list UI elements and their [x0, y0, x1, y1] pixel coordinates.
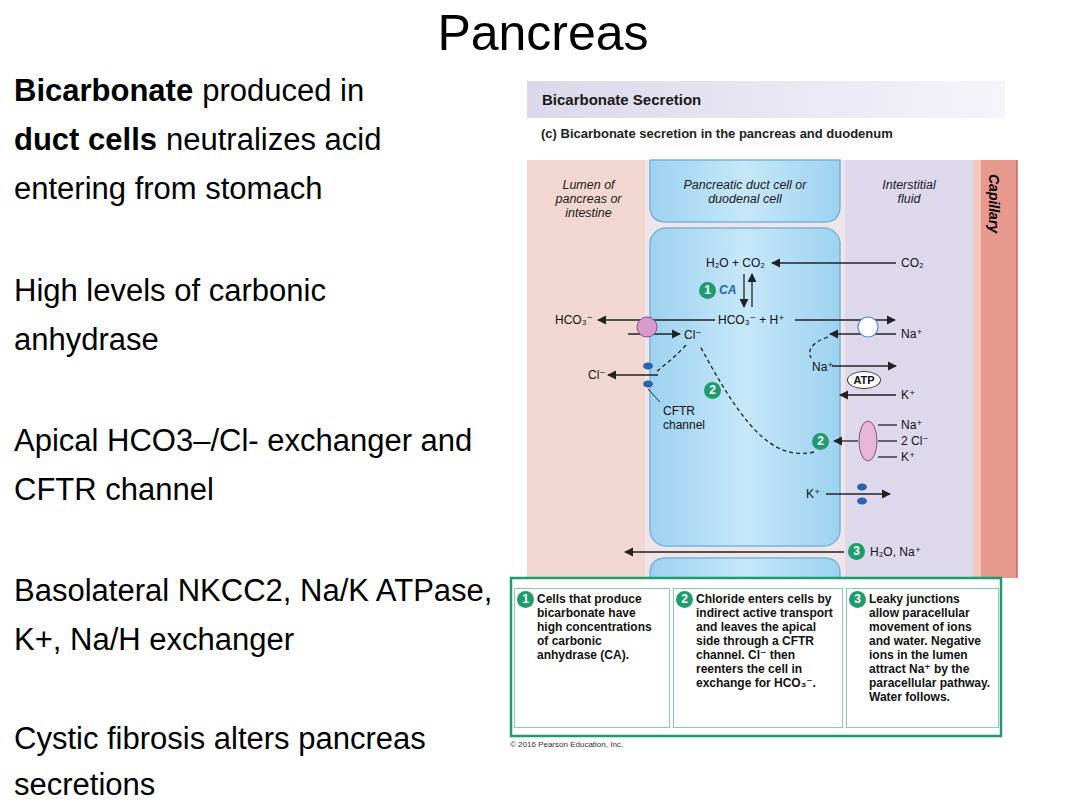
node-text: Interstitial fluid	[845, 160, 973, 206]
header-band	[527, 81, 1005, 118]
node-text: Lumen of pancreas or intestine	[527, 160, 650, 220]
ion-label: K⁺	[806, 487, 820, 501]
step-box: 2Chloride enters cells by indirect activ…	[673, 588, 843, 728]
illustration-shape	[858, 317, 878, 337]
atp-pump: ATP	[847, 371, 881, 389]
illustration-shape	[643, 381, 653, 388]
callout-number: 3	[848, 543, 865, 560]
interstitial-region: Interstitial fluid	[845, 160, 973, 578]
illustration-shape	[637, 317, 657, 337]
illustration-shape	[840, 394, 896, 395]
step-box: 3Leaky junctions allow paracellular move…	[846, 588, 999, 728]
ion-label: K⁺	[901, 450, 915, 464]
node-text: Cells that produce bicarbonate have high…	[537, 592, 664, 662]
bullet-text: Cystic fibrosis alters pancreas secretio…	[14, 716, 434, 808]
illustration-shape	[795, 319, 895, 320]
callout-number: 1	[699, 282, 716, 299]
illustration-shape	[648, 389, 660, 402]
bullet-text: neutralizes acid	[166, 115, 381, 164]
node-text: Chloride enters cells by indirect active…	[696, 592, 837, 690]
illustration-shape	[751, 274, 752, 307]
ion-label: Na⁺	[901, 327, 923, 341]
illustration-shape	[598, 319, 715, 320]
callout-number: 2	[676, 591, 693, 608]
illustration-shape	[1016, 160, 1018, 578]
bullet-text: Bicarbonate	[14, 66, 193, 115]
channel-label: CFTR channel	[663, 404, 713, 432]
illustration-shape	[878, 424, 897, 425]
illustration-shape	[625, 551, 844, 552]
step-box: 1Cells that produce bicarbonate have hig…	[514, 588, 670, 728]
bullet-text: entering from stomach	[14, 164, 322, 213]
duct-cells	[650, 160, 840, 578]
ion-label: 2 Cl⁻	[901, 434, 929, 448]
illustration-shape	[645, 160, 845, 578]
ion-label: K⁺	[901, 388, 915, 402]
illustration-shape	[772, 262, 896, 263]
ion-label: Na⁺	[812, 360, 834, 374]
slide-title: Pancreas	[0, 4, 1086, 62]
illustration-shape	[608, 374, 658, 375]
bullet-text: duct cells	[14, 115, 157, 164]
transporters	[637, 317, 878, 505]
node-text: Capillary	[986, 160, 1002, 233]
callout-number: 2	[812, 433, 829, 450]
ion-label: Cl⁻	[588, 368, 606, 382]
illustration-shape	[650, 228, 840, 546]
callout-number: 2	[704, 382, 721, 399]
bullet-text: High levels of carbonic anhydrase	[14, 266, 434, 364]
transport-arrows	[598, 263, 897, 552]
ion-label: Cl⁻	[684, 328, 702, 342]
ion-label: HCO₃⁻	[555, 313, 593, 327]
enzyme-label: CA	[719, 283, 736, 297]
bullet-text: Apical HCO3–/Cl- exchanger and CFTR chan…	[14, 416, 519, 514]
ion-label: Na⁺	[901, 418, 923, 432]
bullet-text: produced in	[202, 66, 364, 115]
illustration-shape	[857, 498, 867, 505]
ion-label: H₂O, Na⁺	[870, 545, 921, 559]
illustration-shape	[643, 363, 653, 370]
illustration-shape	[845, 160, 973, 578]
illustration-shape	[878, 456, 897, 457]
illustration-shape	[650, 558, 840, 578]
ion-label: HCO₃⁻ + H⁺	[718, 313, 785, 327]
callout-number: 1	[517, 591, 534, 608]
illustration-shape	[834, 440, 858, 441]
illustration-shape	[973, 160, 981, 578]
legend-frame	[511, 578, 1001, 736]
ion-label: CO₂	[901, 256, 924, 270]
illustration-shape	[973, 160, 1017, 578]
node-text: Pancreatic duct cell or duodenal cell	[645, 160, 845, 206]
illustration-shape	[832, 365, 896, 366]
panel-background	[527, 160, 1017, 578]
capillary-band: Capillary	[973, 160, 1017, 578]
illustration-shape	[527, 160, 650, 578]
illustration-shape	[810, 337, 828, 358]
illustration-shape	[859, 421, 877, 461]
callout-number: 3	[849, 591, 866, 608]
illustration-shape	[700, 346, 814, 453]
header-band: Bicarbonate Secretion	[527, 81, 1005, 118]
ion-label: H₂O + CO₂	[706, 256, 765, 270]
figure-subtitle: (c) Bicarbonate secretion in the pancrea…	[541, 126, 893, 141]
illustration-shape	[878, 440, 897, 441]
bullet-text: Basolateral NKCC2, Na/K ATPase, K+, Na/H…	[14, 566, 519, 664]
illustration-shape	[657, 345, 686, 371]
copyright-note: © 2016 Pearson Education, Inc.	[510, 740, 623, 750]
illustration-shape	[857, 484, 867, 491]
node-text: Leaky junctions allow paracellular movem…	[869, 592, 993, 704]
illustration-shape	[743, 274, 744, 307]
node-text: Bicarbonate Secretion	[527, 81, 1005, 118]
illustration-shape	[826, 493, 890, 494]
